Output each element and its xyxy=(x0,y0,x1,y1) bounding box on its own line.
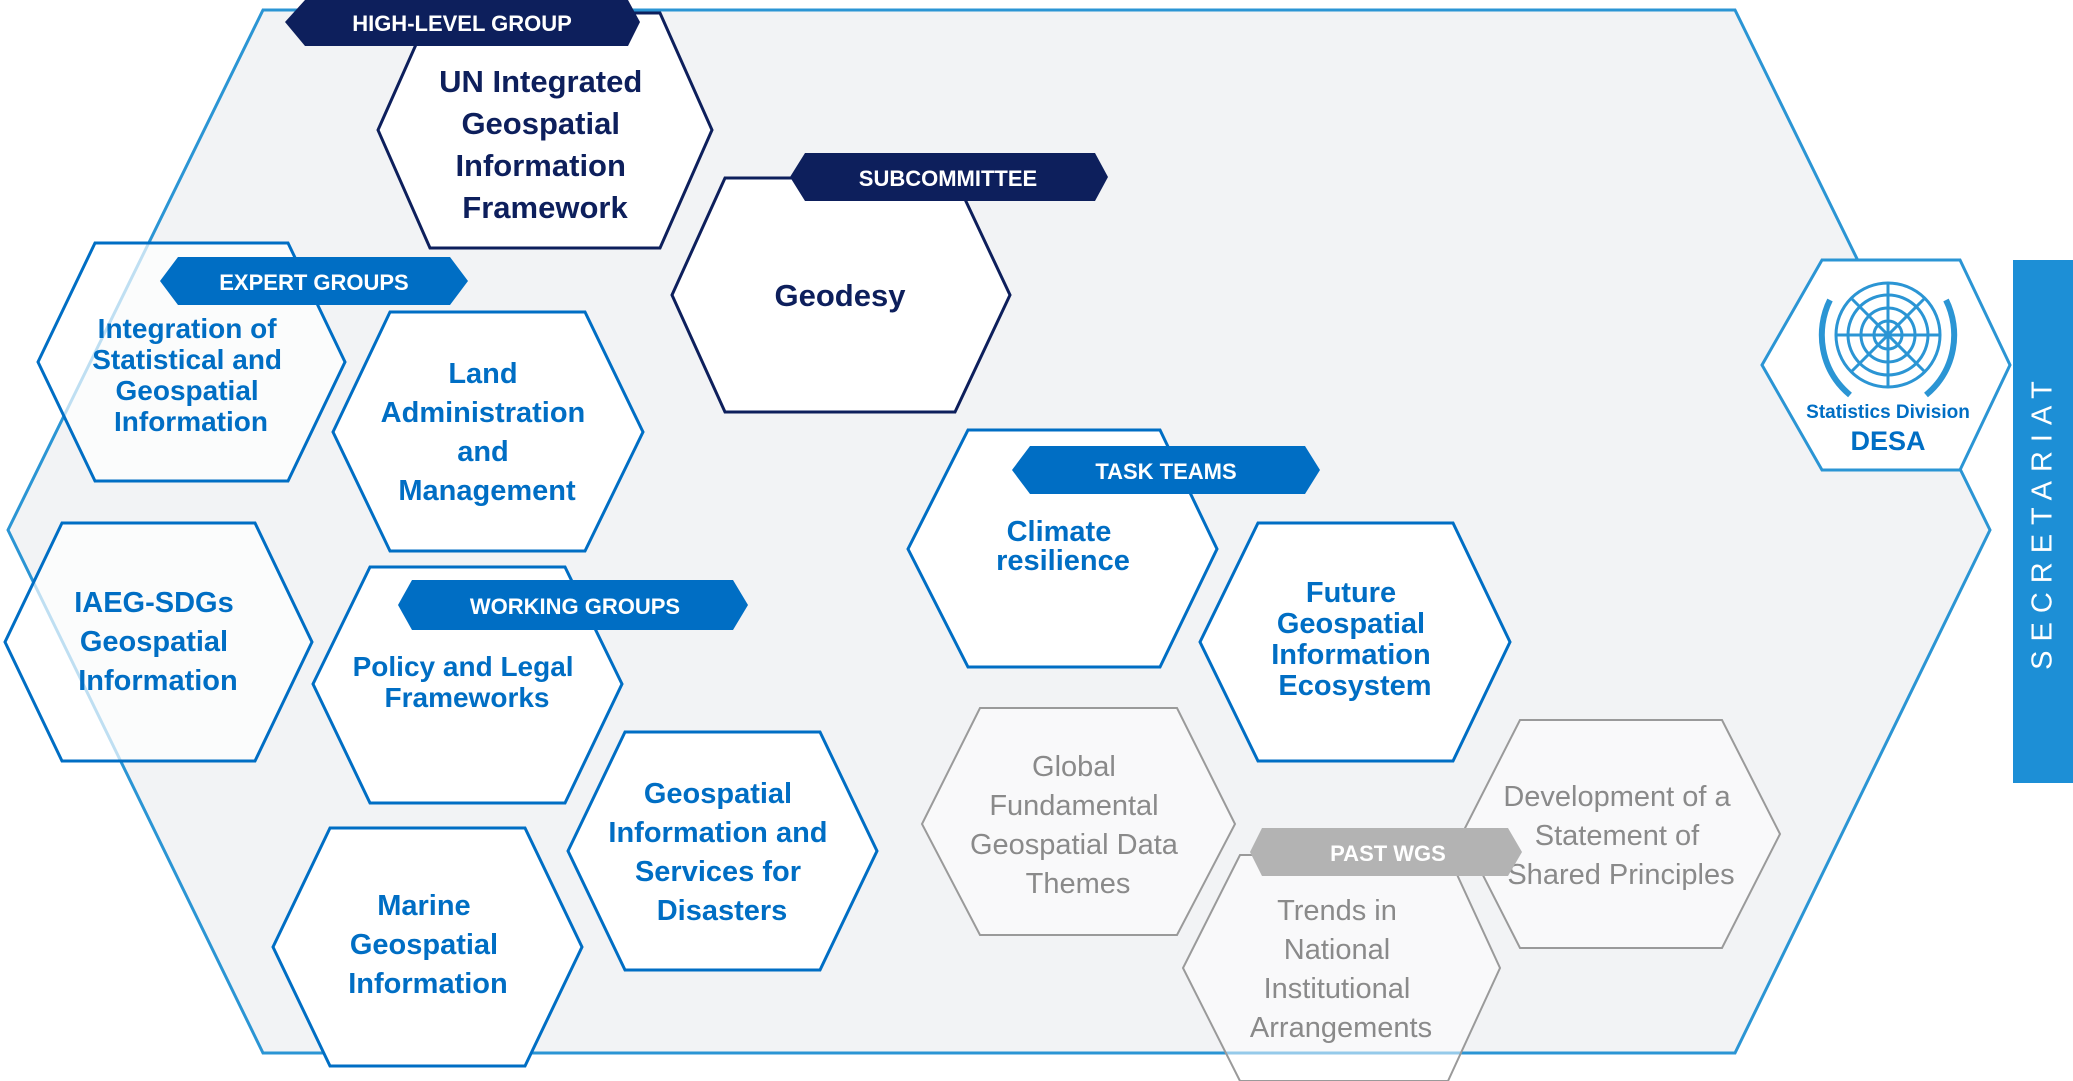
hex-marine-geospatial[interactable]: Marine Geospatial Information xyxy=(271,826,584,1068)
svg-text:Development of a Stateme: Development of a Statement of Shared Pri… xyxy=(1503,781,1738,891)
hex-land-administration-management[interactable]: Land Administration and Management xyxy=(331,310,645,553)
svg-text:Geodesy: Geodesy xyxy=(775,278,907,313)
ggim-structure-diagram: UN Integrated Geospatial Information Fra… xyxy=(3,0,2012,1081)
svg-text:TASK TEAMS: TASK TEAMS xyxy=(1095,459,1236,484)
hex-statement-shared-principles[interactable]: Development of a Statement of Shared Pri… xyxy=(1460,719,1782,949)
svg-text:Future Geospatial: Future Geospatial Information Ecosystem xyxy=(1271,577,1439,702)
svg-text:Marine Geospatial: Marine Geospatial Information xyxy=(348,890,508,1000)
svg-text:WORKING GROUPS: WORKING GROUPS xyxy=(470,594,680,619)
svg-text:SUBCOMMITTEE: SUBCOMMITTEE xyxy=(859,166,1037,191)
hex-geospatial-disasters[interactable]: Geospatial Information and Services for … xyxy=(566,730,879,972)
svg-text:DESA: DESA xyxy=(1850,426,1925,456)
hex-iaeg-sdgs-geospatial[interactable]: IAEG-SDGs Geospatial Information xyxy=(3,521,314,763)
secretariat-bar xyxy=(2013,260,2073,783)
badge-expert-groups: EXPERT GROUPS xyxy=(160,257,468,305)
hex-global-fundamental-data-themes[interactable]: Global Fundamental Geospatial Data Theme… xyxy=(920,707,1237,936)
svg-text:Trends in National: Trends in National Institutional Arrange… xyxy=(1250,895,1432,1044)
secretariat-label: SECRETARIAT xyxy=(2026,372,2059,670)
svg-text:HIGH-LEVEL GROUP: HIGH-LEVEL GROUP xyxy=(352,11,572,36)
un-emblem-icon xyxy=(1818,281,1958,398)
badge-task-teams: TASK TEAMS xyxy=(1012,446,1320,494)
hex-future-geospatial-ecosystem[interactable]: Future Geospatial Information Ecosystem xyxy=(1198,521,1512,763)
svg-text:UN Integrated Geospatial: UN Integrated Geospatial Information Fra… xyxy=(439,64,651,225)
svg-text:Geospatial Information a: Geospatial Information and Services for … xyxy=(608,778,835,927)
svg-text:Climate resilience: Climate resilience xyxy=(996,516,1130,577)
svg-text:Land Administration: Land Administration and Management xyxy=(381,358,594,507)
svg-text:EXPERT GROUPS: EXPERT GROUPS xyxy=(219,270,408,295)
hex-geodesy[interactable]: Geodesy xyxy=(670,176,1012,414)
svg-text:PAST WGS: PAST WGS xyxy=(1330,841,1446,866)
badge-subcommittee: SUBCOMMITTEE xyxy=(790,153,1108,201)
svg-text:Policy and Legal Framewo: Policy and Legal Frameworks xyxy=(353,651,582,713)
hex-trends-national-institutional[interactable]: Trends in National Institutional Arrange… xyxy=(1181,854,1502,1081)
svg-text:Global Fundamental: Global Fundamental Geospatial Data Theme… xyxy=(970,751,1186,900)
hex-un-statistics-division-desa[interactable]: Statistics Division DESA xyxy=(1760,258,2012,472)
badge-past-wgs: PAST WGS xyxy=(1250,828,1522,876)
svg-text:Statistics Division: Statistics Division xyxy=(1806,402,1970,423)
hex-un-integrated-geospatial-framework[interactable]: UN Integrated Geospatial Information Fra… xyxy=(376,11,714,250)
svg-text:Integration of Statistic: Integration of Statistical and Geospatia… xyxy=(92,313,290,437)
svg-text:IAEG-SDGs Geospatial: IAEG-SDGs Geospatial Information xyxy=(74,587,242,697)
badge-high-level-group: HIGH-LEVEL GROUP xyxy=(285,0,640,46)
badge-working-groups: WORKING GROUPS xyxy=(398,580,748,630)
